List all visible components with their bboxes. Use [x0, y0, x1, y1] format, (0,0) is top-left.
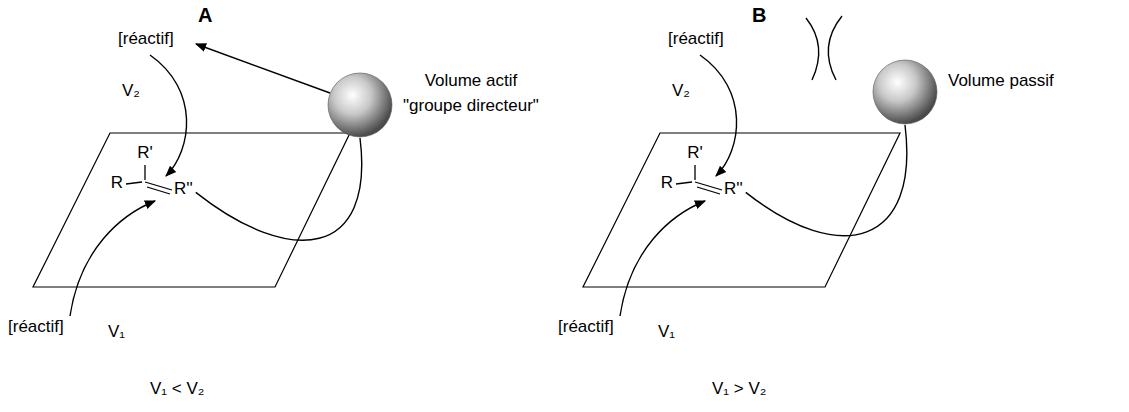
- reagent-label: [réactif]: [558, 318, 614, 337]
- bond: [694, 165, 695, 180]
- reagent-label: [réactif]: [118, 30, 174, 49]
- substituent-label: R: [111, 174, 123, 193]
- reagent-label: V₁ < V₂: [150, 380, 204, 399]
- bond: [145, 182, 172, 190]
- bond: [144, 165, 145, 180]
- bond: [697, 187, 720, 194]
- substituent-label: R': [687, 144, 703, 163]
- bond: [147, 187, 170, 194]
- reagent-label: V₂: [122, 82, 140, 101]
- steric-clash: [806, 18, 819, 80]
- reagent-label: V₁: [658, 323, 675, 342]
- tether-line: [196, 138, 362, 240]
- attack-arrow: [620, 201, 705, 316]
- bulky-sphere: Volume passif: [872, 59, 938, 125]
- attack-arrow: [150, 55, 187, 176]
- caption-text: "groupe directeur": [403, 97, 539, 116]
- reagent-label: V₁: [108, 323, 125, 342]
- bond: [126, 182, 142, 184]
- steric-clash: [828, 16, 842, 80]
- attack-arrow: [70, 201, 155, 316]
- reagent-label: [réactif]: [8, 318, 64, 337]
- bulky-sphere: Volume actif"groupe directeur": [327, 72, 393, 138]
- reagent-label: V₂: [672, 82, 690, 101]
- sphere-outline: [327, 72, 393, 138]
- bond: [676, 182, 692, 184]
- plane-outline: [30, 130, 355, 290]
- reagent-label: [réactif]: [668, 30, 724, 49]
- tether-line: [746, 125, 907, 236]
- plane-outline: [583, 133, 900, 287]
- substituent-label: R'': [724, 180, 743, 199]
- caption-text: Volume passif: [948, 72, 1054, 91]
- substituent-label: R'': [174, 180, 193, 199]
- sphere: [328, 73, 392, 137]
- panel-letter: B: [752, 4, 766, 26]
- plane-outline: [33, 133, 350, 287]
- substituent-label: R: [661, 174, 673, 193]
- molecular-plane: R' R R'': [580, 130, 905, 290]
- caption-text: Volume actif: [403, 72, 539, 91]
- bond: [695, 182, 722, 190]
- substituent-label: R': [137, 144, 153, 163]
- molecular-plane: R' R R'': [30, 130, 355, 290]
- plane-outline: [580, 130, 905, 290]
- attack-arrow: [700, 55, 737, 176]
- direction-arrow: [196, 44, 330, 93]
- sphere: [873, 60, 937, 124]
- reagent-label: V₁ > V₂: [712, 380, 766, 399]
- sphere-caption: Volume passif: [948, 72, 1054, 97]
- sphere-outline: [872, 59, 938, 125]
- panel-letter: A: [198, 4, 212, 26]
- sphere-caption: Volume actif "groupe directeur": [403, 72, 539, 121]
